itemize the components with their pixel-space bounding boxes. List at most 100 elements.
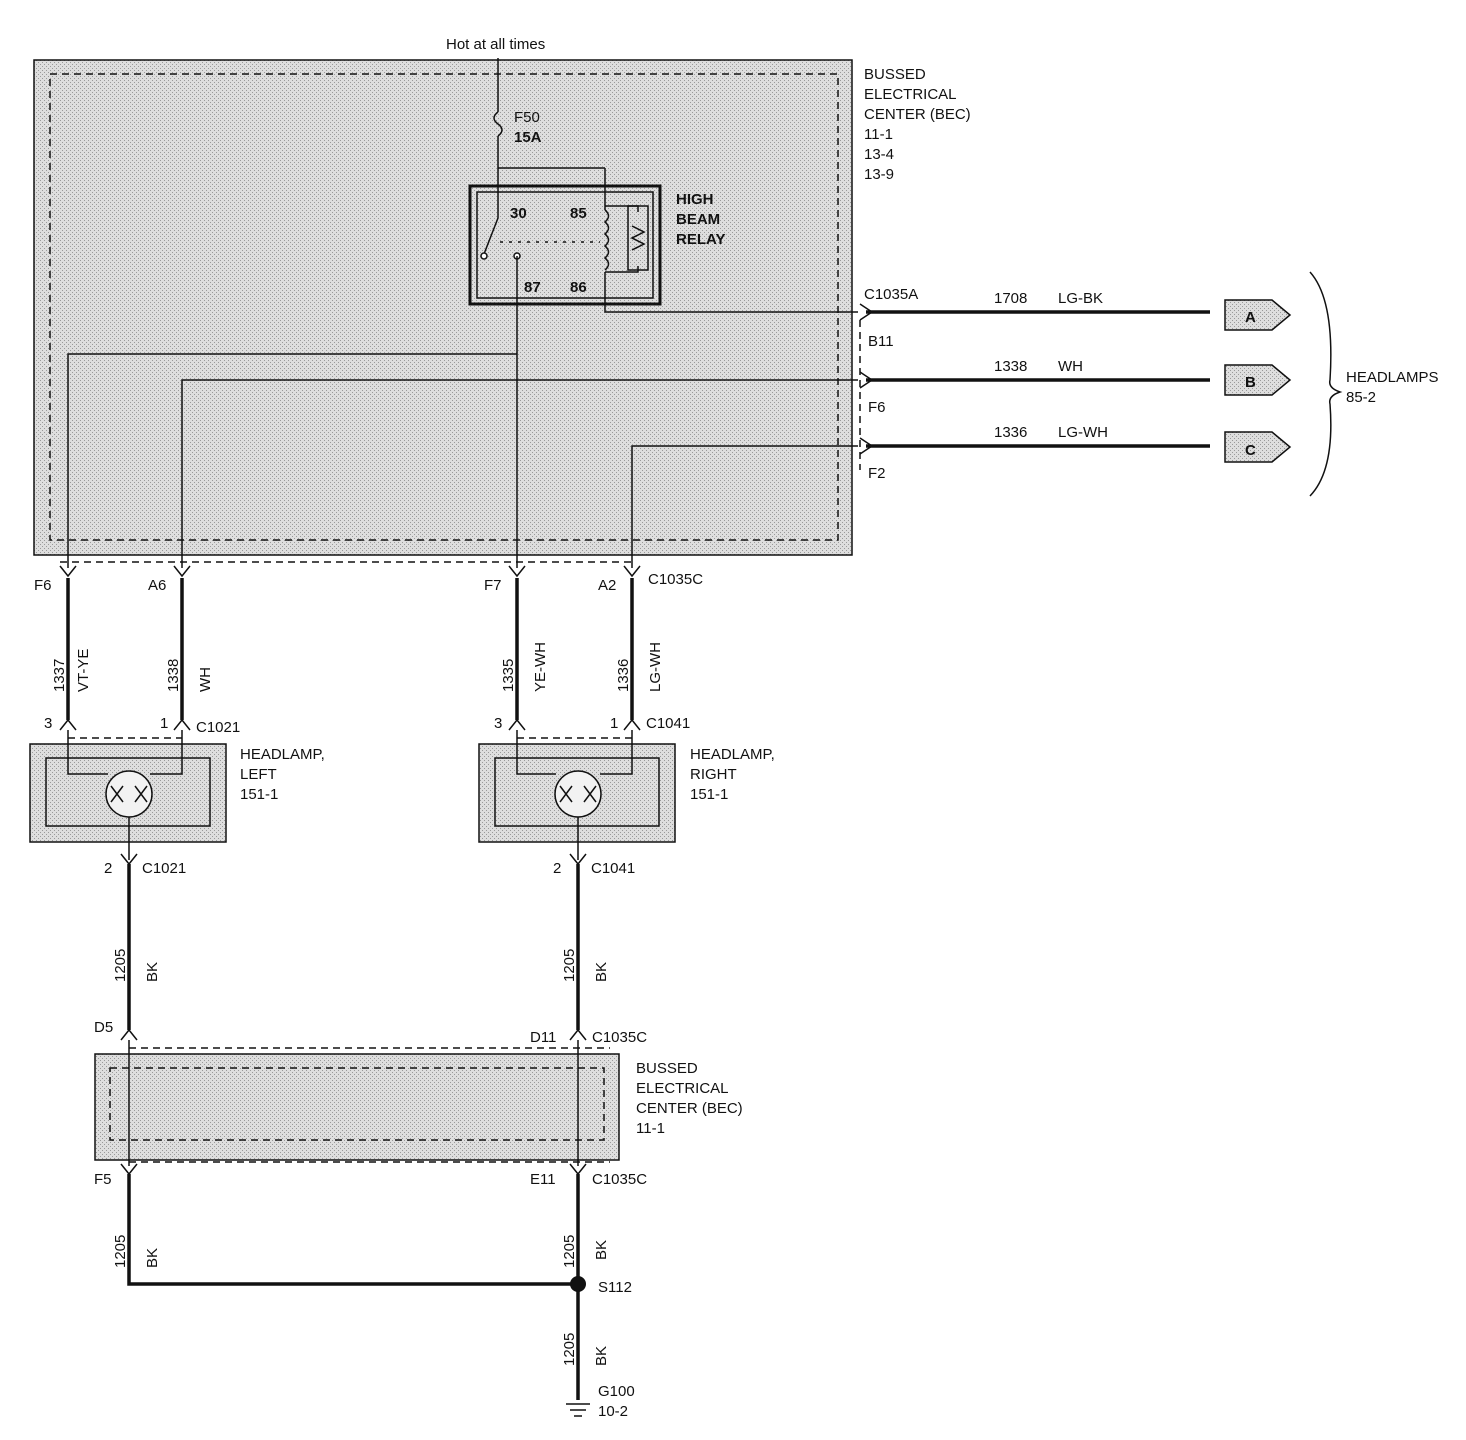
svg-text:RIGHT: RIGHT (690, 766, 737, 783)
vertical-wire-1335: 1335 YE-WH (500, 578, 549, 720)
svg-text:B11: B11 (868, 333, 894, 350)
svg-text:HEADLAMP,: HEADLAMP, (240, 746, 325, 763)
headlamp-left: 3 1 C1021 HEADLAMP, LEFT 151-1 (29, 715, 325, 860)
svg-text:C1035C: C1035C (592, 1171, 647, 1188)
svg-text:C1021: C1021 (196, 719, 240, 736)
svg-text:3: 3 (44, 715, 52, 732)
svg-text:1205: 1205 (112, 1235, 129, 1268)
svg-text:30: 30 (510, 205, 527, 222)
svg-text:LG-WH: LG-WH (1058, 424, 1108, 441)
right-wire-a: 1708 LG-BK A (859, 290, 1292, 331)
svg-text:WH: WH (197, 667, 214, 692)
svg-text:F50: F50 (514, 109, 540, 126)
svg-text:11-1: 11-1 (636, 1120, 665, 1137)
svg-text:10-2: 10-2 (598, 1403, 628, 1420)
ground-symbol-icon (566, 1403, 590, 1417)
svg-text:A6: A6 (148, 577, 166, 594)
right-connector-labels: C1035A B11 F6 F2 (864, 286, 918, 482)
right-wire-c: 1336 LG-WH C (859, 424, 1292, 463)
splice-s112: S112 (570, 1276, 632, 1296)
svg-text:VT-YE: VT-YE (75, 649, 92, 692)
svg-text:HEADLAMP,: HEADLAMP, (690, 746, 775, 763)
svg-text:C: C (1245, 442, 1256, 459)
svg-text:C1035C: C1035C (648, 571, 703, 588)
svg-text:CENTER (BEC): CENTER (BEC) (864, 106, 971, 123)
svg-text:A2: A2 (598, 577, 616, 594)
svg-text:151-1: 151-1 (690, 786, 728, 803)
svg-text:F2: F2 (868, 465, 886, 482)
svg-text:F6: F6 (868, 399, 886, 416)
svg-text:RELAY: RELAY (676, 231, 725, 248)
vertical-wire-1338: 1338 WH (165, 578, 214, 720)
svg-text:ELECTRICAL: ELECTRICAL (636, 1080, 729, 1097)
svg-text:1335: 1335 (500, 659, 517, 692)
ground-wire-right-upper: 1205 BK (561, 864, 610, 1030)
bec-top-module (33, 59, 853, 556)
svg-text:1337: 1337 (51, 659, 68, 692)
svg-text:BEAM: BEAM (676, 211, 720, 228)
svg-text:BK: BK (593, 1240, 610, 1260)
svg-text:1205: 1205 (112, 949, 129, 982)
bec-top-label: BUSSED ELECTRICAL CENTER (BEC) 11-1 13-4… (864, 66, 971, 183)
svg-text:11-1: 11-1 (864, 126, 893, 143)
svg-text:CENTER (BEC): CENTER (BEC) (636, 1100, 743, 1117)
svg-text:1708: 1708 (994, 290, 1027, 307)
svg-text:C1041: C1041 (646, 715, 690, 732)
hot-at-all-times-label: Hot at all times (446, 36, 545, 53)
ground-wire-left-upper: 1205 BK (112, 864, 161, 1030)
svg-text:1205: 1205 (561, 1235, 578, 1268)
svg-text:1205: 1205 (561, 1333, 578, 1366)
bec-bottom-module: D5 D11 C1035C BUSSED ELECTRICAL CENTER (… (94, 1019, 743, 1188)
headlamp-ground-pins: 2 C1021 2 C1041 (104, 853, 635, 877)
svg-text:2: 2 (104, 860, 112, 877)
svg-text:1336: 1336 (994, 424, 1027, 441)
svg-text:F6: F6 (34, 577, 52, 594)
svg-text:BK: BK (144, 1248, 161, 1268)
headlamp-right: 3 1 C1041 HEADLAMP, RIGHT 151-1 (478, 715, 775, 860)
svg-text:85: 85 (570, 205, 587, 222)
svg-text:HIGH: HIGH (676, 191, 714, 208)
svg-text:WH: WH (1058, 358, 1083, 375)
svg-text:LG-BK: LG-BK (1058, 290, 1103, 307)
svg-text:86: 86 (570, 279, 587, 296)
fuse-f50: F50 15A (493, 58, 542, 168)
vertical-wire-1336: 1336 LG-WH (615, 578, 664, 720)
svg-text:13-9: 13-9 (864, 166, 894, 183)
svg-text:13-4: 13-4 (864, 146, 894, 163)
svg-text:B: B (1245, 374, 1256, 391)
svg-text:LG-WH: LG-WH (647, 642, 664, 692)
svg-text:LEFT: LEFT (240, 766, 277, 783)
svg-text:ELECTRICAL: ELECTRICAL (864, 86, 957, 103)
ground-g100-label: G100 10-2 (598, 1383, 635, 1420)
svg-text:F7: F7 (484, 577, 502, 594)
svg-text:1338: 1338 (165, 659, 182, 692)
svg-text:D5: D5 (94, 1019, 113, 1036)
ground-lead: 1205 BK (561, 1290, 610, 1400)
svg-text:1205: 1205 (561, 949, 578, 982)
svg-text:A: A (1245, 309, 1256, 326)
svg-text:D11: D11 (530, 1029, 556, 1046)
svg-text:BK: BK (593, 1346, 610, 1366)
right-wire-b: 1338 WH B (859, 358, 1292, 396)
svg-text:BK: BK (593, 962, 610, 982)
svg-text:HEADLAMPS: HEADLAMPS (1346, 369, 1439, 386)
svg-text:C1041: C1041 (591, 860, 635, 877)
svg-text:85-2: 85-2 (1346, 389, 1376, 406)
svg-text:C1035C: C1035C (592, 1029, 647, 1046)
svg-text:E11: E11 (530, 1171, 556, 1188)
svg-text:BUSSED: BUSSED (636, 1060, 698, 1077)
ground-wire-left-lower: 1205 BK (112, 1174, 578, 1286)
svg-text:C1021: C1021 (142, 860, 186, 877)
svg-text:BK: BK (144, 962, 161, 982)
vertical-wire-1337: 1337 VT-YE (51, 578, 92, 720)
svg-text:S112: S112 (598, 1279, 632, 1296)
svg-text:BUSSED: BUSSED (864, 66, 926, 83)
svg-text:F5: F5 (94, 1171, 112, 1188)
svg-text:1: 1 (160, 715, 168, 732)
ground-wire-right-lower: 1205 BK (561, 1174, 610, 1284)
svg-text:1: 1 (610, 715, 618, 732)
svg-text:15A: 15A (514, 129, 542, 146)
svg-text:YE-WH: YE-WH (532, 642, 549, 692)
svg-text:2: 2 (553, 860, 561, 877)
